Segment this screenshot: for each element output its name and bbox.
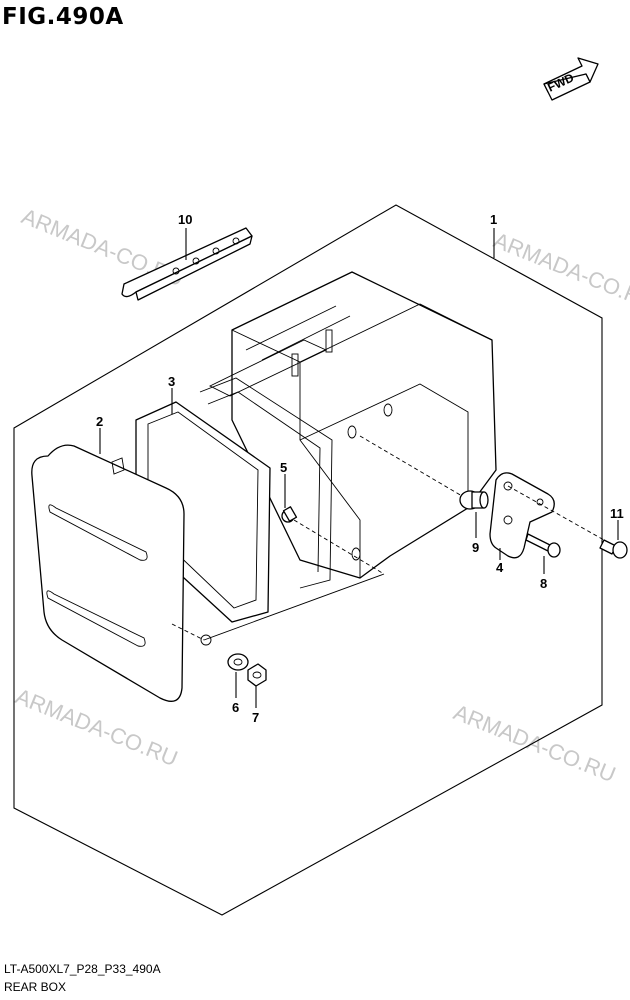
leader-lines bbox=[99, 228, 619, 708]
callout-10: 10 bbox=[178, 212, 192, 227]
callout-5: 5 bbox=[280, 460, 287, 475]
callout-6: 6 bbox=[232, 700, 239, 715]
part-5-screw bbox=[281, 506, 298, 523]
assembly-frame bbox=[13, 204, 603, 916]
part-11-bolt bbox=[599, 539, 628, 559]
part-9-bushing bbox=[459, 490, 489, 510]
drawing-code: LT-A500XL7_P28_P33_490A bbox=[4, 962, 161, 976]
callout-2: 2 bbox=[96, 414, 103, 429]
callout-4: 4 bbox=[496, 560, 504, 575]
fwd-arrow-icon: FWD bbox=[543, 57, 599, 101]
watermark-5: ARMADA-CO.RU bbox=[450, 699, 619, 787]
callout-3: 3 bbox=[168, 374, 175, 389]
drawing-subtitle: REAR BOX bbox=[4, 980, 67, 994]
callout-1: 1 bbox=[490, 212, 497, 227]
callout-8: 8 bbox=[540, 576, 547, 591]
watermark-2: ARMADA-CO.RU bbox=[490, 227, 630, 315]
callout-9: 9 bbox=[472, 540, 479, 555]
figure-title: FIG.490A bbox=[2, 4, 124, 30]
part-10-strap bbox=[121, 227, 253, 301]
callout-labels: 1 2 3 4 5 6 7 8 9 10 11 bbox=[96, 212, 624, 725]
part-7-nut bbox=[247, 663, 267, 687]
part-8-bolt bbox=[525, 533, 561, 558]
watermark-4: ARMADA-CO.RU bbox=[12, 683, 181, 771]
callout-7: 7 bbox=[252, 710, 259, 725]
callout-11: 11 bbox=[610, 506, 624, 521]
part-2-reflector bbox=[31, 444, 212, 702]
part-6-washer bbox=[227, 653, 249, 671]
